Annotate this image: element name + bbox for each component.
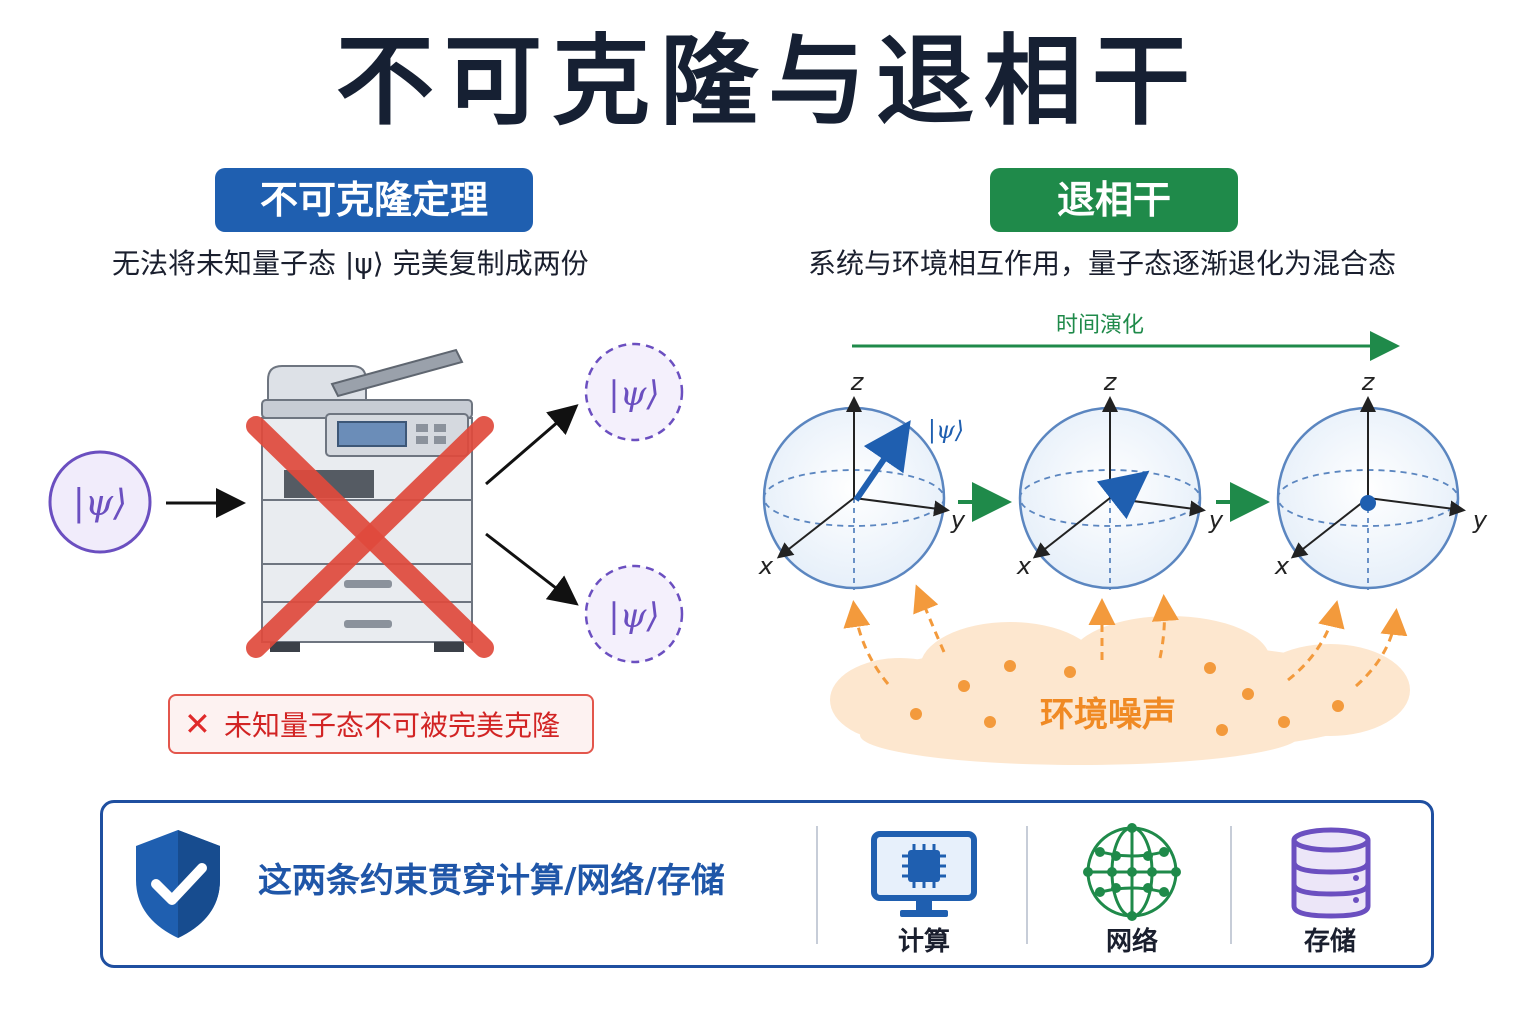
copy-arrow-up bbox=[485, 404, 579, 486]
decoherence-heading: 退相干 bbox=[990, 168, 1238, 232]
network-label: 网络 bbox=[1105, 927, 1158, 957]
warning-x-icon: ✕ bbox=[184, 705, 211, 743]
sphere3-axis-x: x bbox=[1274, 552, 1290, 580]
divider-3 bbox=[1230, 826, 1232, 944]
decoherence-subtitle: 系统与环境相互作用，量子态逐渐退化为混合态 bbox=[808, 247, 1397, 280]
copy-state-top: |ψ⟩ bbox=[584, 342, 684, 442]
environment-noise-cloud bbox=[830, 616, 1410, 765]
database-icon bbox=[1291, 827, 1371, 919]
copy-state-bottom-label: |ψ⟩ bbox=[608, 596, 659, 636]
sphere2-axis-x: x bbox=[1016, 552, 1032, 580]
input-state: |ψ⟩ bbox=[48, 450, 152, 554]
copy-state-bottom: |ψ⟩ bbox=[584, 564, 684, 664]
sphere1-state-label: |ψ⟩ bbox=[928, 416, 964, 445]
bloch-sphere-pure: z y x |ψ⟩ bbox=[758, 368, 966, 590]
summary-panel bbox=[100, 800, 1434, 968]
sphere2-axis-y: y bbox=[1208, 506, 1224, 534]
computer-chip-icon bbox=[871, 831, 977, 917]
copy-state-top-label: |ψ⟩ bbox=[608, 374, 659, 414]
sphere1-axis-z: z bbox=[850, 368, 865, 396]
no-cloning-subtitle: 无法将未知量子态 |ψ⟩ 完美复制成两份 bbox=[112, 247, 589, 280]
no-cloning-heading: 不可克隆定理 bbox=[215, 168, 533, 232]
divider-2 bbox=[1026, 826, 1028, 944]
sphere1-axis-y: y bbox=[950, 506, 966, 534]
sphere3-axis-y: y bbox=[1472, 506, 1488, 534]
sphere2-axis-z: z bbox=[1103, 368, 1118, 396]
page-title: 不可克隆与退相干 bbox=[335, 25, 1200, 139]
divider-1 bbox=[816, 826, 818, 944]
compute-label: 计算 bbox=[897, 927, 950, 957]
bloch-sphere-mixed: z y x bbox=[1274, 368, 1488, 590]
sphere1-axis-x: x bbox=[758, 552, 774, 580]
prohibited-cross-icon bbox=[246, 416, 494, 658]
network-globe-icon bbox=[1083, 823, 1181, 921]
time-evolution-label: 时间演化 bbox=[1056, 313, 1144, 338]
bloch-sphere-partial: z y x bbox=[1016, 368, 1224, 590]
summary-text: 这两条约束贯穿计算/网络/存储 bbox=[258, 861, 725, 901]
warning-text: 未知量子态不可被完美克隆 bbox=[224, 709, 561, 742]
storage-label: 存储 bbox=[1303, 927, 1356, 957]
shield-check-icon bbox=[136, 830, 220, 938]
no-cloning-warning: ✕ 未知量子态不可被完美克隆 bbox=[168, 694, 594, 754]
noise-arrows bbox=[843, 584, 1408, 688]
sphere3-axis-z: z bbox=[1361, 368, 1376, 396]
input-state-label: |ψ⟩ bbox=[73, 483, 127, 524]
environment-noise-label: 环境噪声 bbox=[1040, 695, 1176, 735]
copy-arrow-down bbox=[485, 532, 579, 606]
